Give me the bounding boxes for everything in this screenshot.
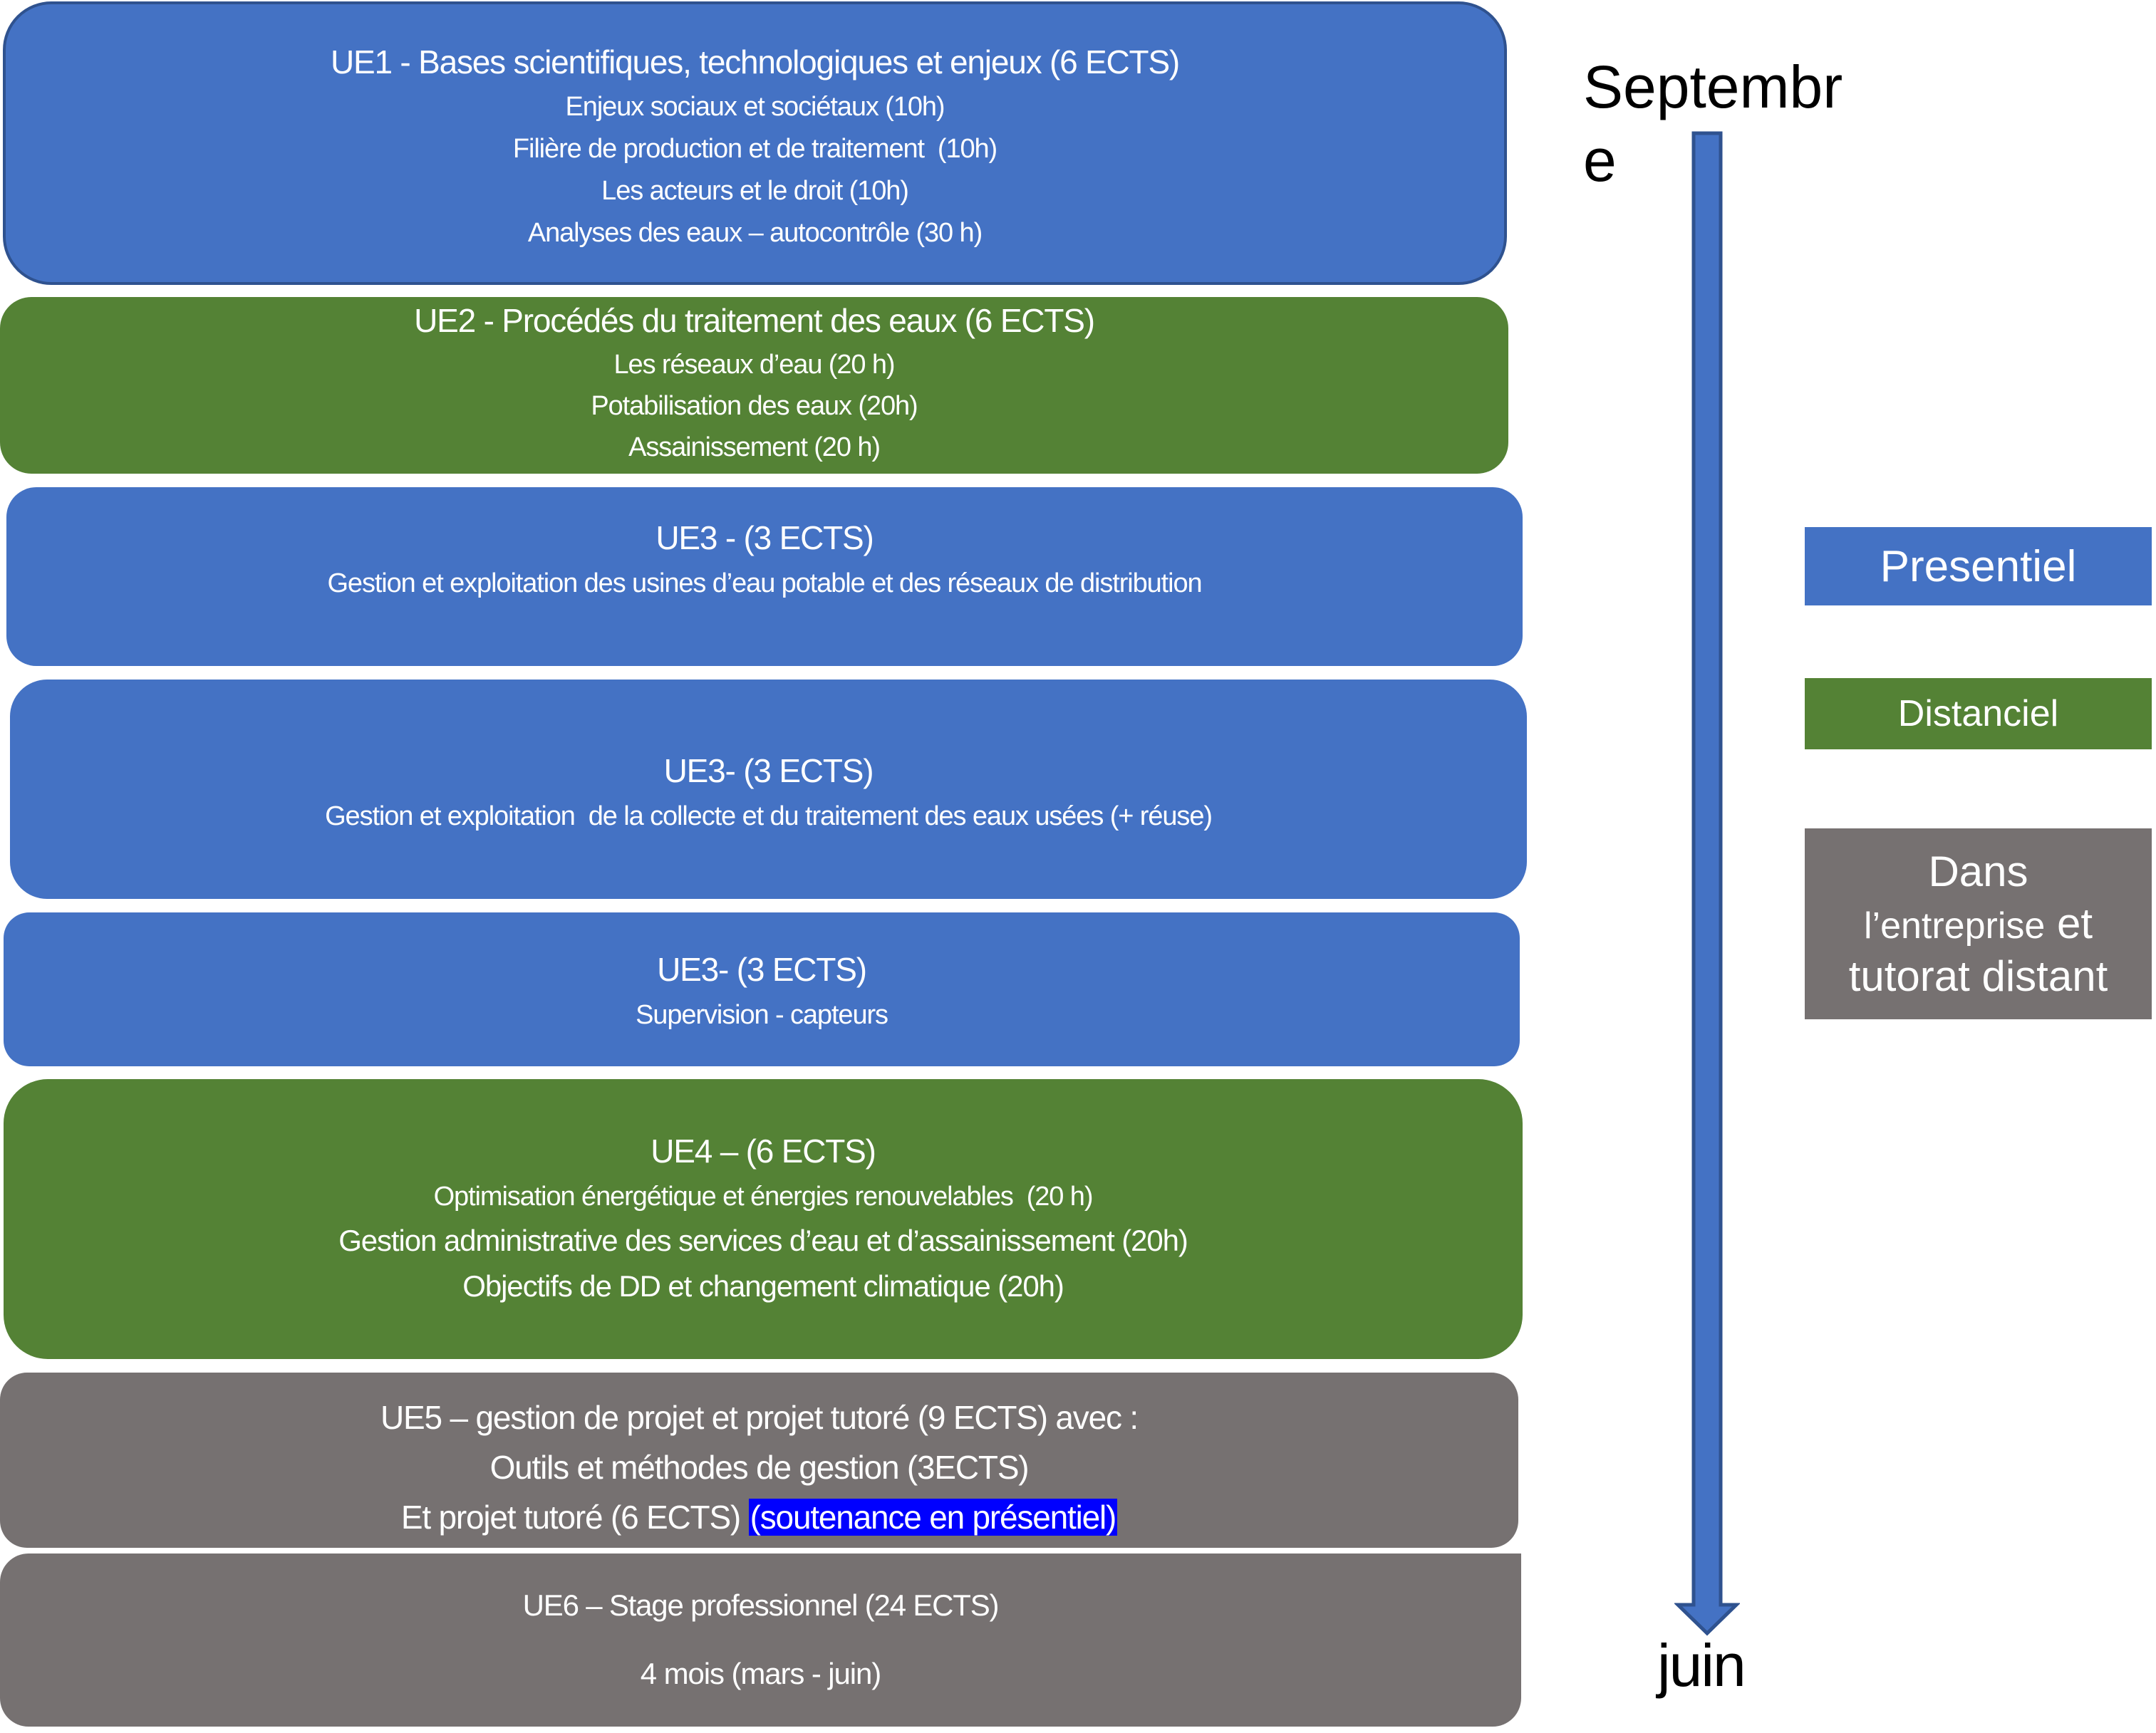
ue5-block: UE5 – gestion de projet et projet tutoré… xyxy=(0,1373,1518,1548)
ue1-item: Analyses des eaux – autocontrôle (30 h) xyxy=(527,218,983,248)
legend-distanciel-label: Distanciel xyxy=(1897,693,2059,734)
ue1-block: UE1 - Bases scientifiques, technologique… xyxy=(3,1,1507,285)
ue3-item: Gestion et exploitation de la collecte e… xyxy=(325,801,1213,831)
ue3-block-eau-potable: UE3 - (3 ECTS) Gestion et exploitation d… xyxy=(6,487,1523,666)
legend-presentiel-label: Presentiel xyxy=(1880,541,2077,591)
ue2-block: UE2 - Procédés du traitement des eaux (6… xyxy=(0,297,1508,474)
ue3-title: UE3- (3 ECTS) xyxy=(657,951,867,988)
ue1-item: Filière de production et de traitement (… xyxy=(512,134,997,164)
legend-entreprise-line3: tutorat distant xyxy=(1848,952,2108,1000)
ue2-item: Les réseaux d’eau (20 h) xyxy=(613,350,896,380)
legend-presentiel: Presentiel xyxy=(1805,527,2152,605)
legend-entreprise-line2b: et xyxy=(2056,900,2093,948)
ue4-item: Objectifs de DD et changement climatique… xyxy=(462,1269,1064,1303)
ue6-item: 4 mois (mars - juin) xyxy=(640,1657,881,1690)
ue1-item: Enjeux sociaux et sociétaux (10h) xyxy=(565,92,945,122)
ue3-block-eaux-usees: UE3- (3 ECTS) Gestion et exploitation de… xyxy=(10,680,1527,899)
legend-entreprise-line1: Dans xyxy=(1928,848,2028,896)
down-arrow-icon xyxy=(1674,131,1740,1636)
ue5-item: Outils et méthodes de gestion (3ECTS) xyxy=(489,1449,1030,1486)
ue4-title: UE4 – (6 ECTS) xyxy=(651,1133,876,1170)
ue1-item: Les acteurs et le droit (10h) xyxy=(601,176,909,206)
ue3-block-supervision: UE3- (3 ECTS) Supervision - capteurs xyxy=(4,912,1520,1066)
timeline-end-label: juin xyxy=(1657,1632,1746,1699)
legend-entreprise-line2a: l’entreprise xyxy=(1863,905,2046,947)
ue5-projet-text: Et projet tutoré (6 ECTS) xyxy=(400,1499,749,1536)
ue3-item: Gestion et exploitation des usines d’eau… xyxy=(327,568,1202,598)
timeline-arrow-shape xyxy=(1674,131,1740,1636)
ue6-title: UE6 – Stage professionnel (24 ECTS) xyxy=(522,1588,1000,1622)
ue3-title: UE3 - (3 ECTS) xyxy=(655,519,874,556)
ue3-item: Supervision - capteurs xyxy=(636,1000,888,1030)
ue2-title: UE2 - Procédés du traitement des eaux (6… xyxy=(414,302,1095,339)
legend-entreprise: Dans l’entreprise et tutorat distant xyxy=(1805,828,2152,1019)
ue6-block: UE6 – Stage professionnel (24 ECTS) 4 mo… xyxy=(0,1554,1521,1727)
ue4-item: Gestion administrative des services d’ea… xyxy=(338,1224,1188,1257)
ue5-item-projet: Et projet tutoré (6 ECTS) (soutenance en… xyxy=(400,1499,1118,1536)
ue5-title: UE5 – gestion de projet et projet tutoré… xyxy=(380,1399,1139,1436)
ue2-item: Potabilisation des eaux (20h) xyxy=(591,391,918,421)
timeline-start-label-wrap: e xyxy=(1583,127,1617,194)
soutenance-highlight: (soutenance en présentiel) xyxy=(748,1499,1118,1536)
legend-entreprise-line2: l’entreprise et xyxy=(1864,897,2093,949)
ue1-title: UE1 - Bases scientifiques, technologique… xyxy=(330,43,1180,80)
ue3-title: UE3- (3 ECTS) xyxy=(663,752,874,789)
ue4-block: UE4 – (6 ECTS) Optimisation énergétique … xyxy=(4,1079,1523,1359)
ue2-item: Assainissement (20 h) xyxy=(628,432,881,462)
ue4-item: Optimisation énergétique et énergies ren… xyxy=(433,1182,1094,1212)
legend-distanciel: Distanciel xyxy=(1805,678,2152,749)
timeline-start-label: Septembr xyxy=(1583,53,1843,120)
